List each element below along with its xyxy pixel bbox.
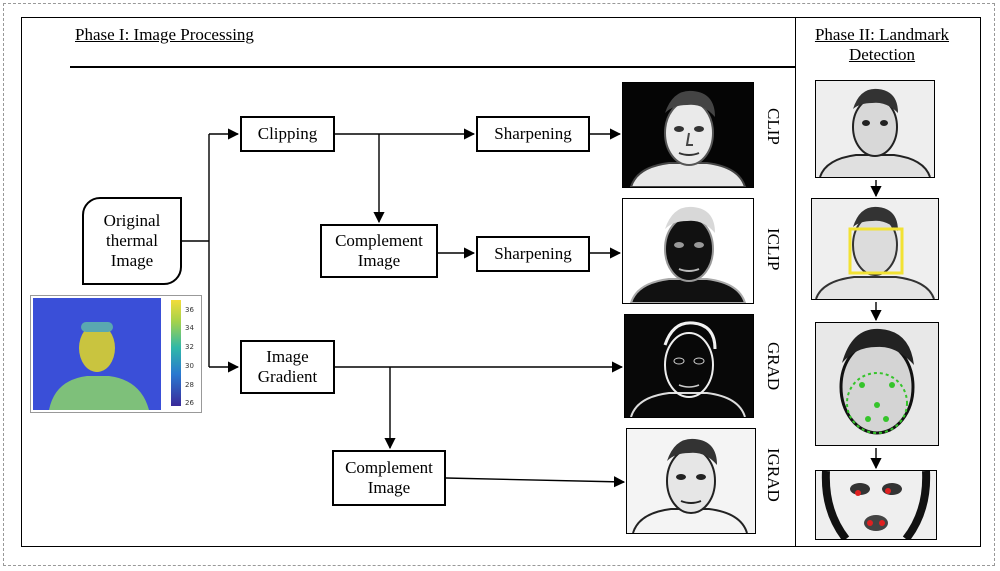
clip-label: CLIP [764, 108, 783, 145]
phase-divider [795, 17, 796, 547]
landmark-step3-graphic [816, 323, 938, 445]
complement-box-2: Complement Image [332, 450, 446, 506]
landmark-contour [846, 372, 908, 434]
diagram-frame [21, 17, 981, 547]
clipping-label: Clipping [257, 124, 318, 143]
complement-box-1: Complement Image [320, 224, 438, 278]
sharpening-box-1: Sharpening [476, 116, 590, 152]
iclip-output-image [622, 198, 754, 304]
gradient-line1: Image [266, 347, 309, 366]
key-point [867, 520, 873, 526]
colorbar-tick: 30 [185, 362, 194, 370]
thermal-hair [81, 322, 113, 332]
thermal-head [79, 324, 115, 372]
phase1-rule [70, 66, 796, 68]
iclip-label: ICLIP [764, 228, 783, 271]
key-point [885, 488, 891, 494]
igrad-output-image [626, 428, 756, 534]
grad-face-graphic [625, 315, 753, 417]
landmark-step3-image [815, 322, 939, 446]
complement1-line1: Complement [335, 231, 423, 250]
landmark-step1-image [815, 80, 935, 178]
thermal-shoulders [49, 376, 149, 410]
complement2-line2: Image [367, 478, 411, 497]
complement2-line1: Complement [345, 458, 433, 477]
phase2-title: Phase II: Landmark Detection [797, 25, 967, 65]
landmark-step4-image [815, 470, 937, 540]
thermal-input-image: 36 34 32 30 28 26 [30, 295, 202, 413]
face-bounding-box [848, 227, 904, 275]
sharpening-box-2: Sharpening [476, 236, 590, 272]
colorbar-tick: 34 [185, 324, 194, 332]
landmark-step1-graphic [816, 81, 934, 177]
phase2-title-line1: Phase II: Landmark [814, 25, 950, 44]
clip-face-graphic [623, 83, 753, 187]
original-line3: Image [110, 251, 154, 270]
phase1-title: Phase I: Image Processing [75, 25, 254, 44]
landmark-step2-graphic [812, 199, 938, 299]
clipping-box: Clipping [240, 116, 335, 152]
sharpening-label-2: Sharpening [494, 244, 572, 263]
outer-frame [3, 3, 995, 566]
complement1-line2: Image [357, 251, 401, 270]
grad-output-image [624, 314, 754, 418]
image-gradient-box: Image Gradient [240, 340, 335, 394]
original-thermal-box: Original thermal Image [82, 197, 182, 285]
original-line2: thermal [106, 231, 158, 250]
thermal-colorbar [171, 300, 181, 406]
colorbar-tick: 28 [185, 381, 194, 389]
landmark-step2-image [811, 198, 939, 300]
colorbar-tick: 36 [185, 306, 194, 314]
igrad-face-graphic [627, 429, 755, 533]
key-point [879, 520, 885, 526]
arrow-to-igrad-image [445, 476, 626, 488]
igrad-label: IGRAD [764, 448, 783, 502]
grad-label: GRAD [764, 342, 783, 391]
colorbar-tick: 32 [185, 343, 194, 351]
colorbar-tick: 26 [185, 399, 194, 407]
original-line1: Original [103, 211, 161, 230]
thermal-image-graphic [33, 298, 181, 410]
iclip-face-graphic [623, 199, 753, 303]
sharpening-label-1: Sharpening [494, 124, 572, 143]
gradient-line2: Gradient [257, 367, 318, 386]
phase2-title-line2: Detection [848, 45, 916, 64]
key-point [855, 490, 861, 496]
landmark-step4-graphic [816, 471, 936, 539]
clip-output-image [622, 82, 754, 188]
